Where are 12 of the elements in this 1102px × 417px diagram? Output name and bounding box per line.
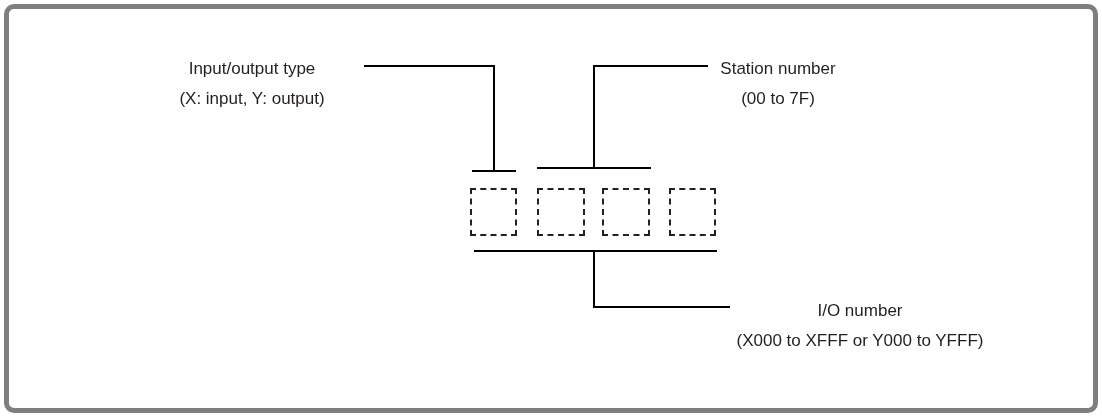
label-text: I/O number [817,300,903,322]
dashed-box [669,188,716,236]
dashed-box [470,188,517,236]
label-text: (00 to 7F) [741,88,815,110]
label-text: Input/output type [188,58,316,80]
leader-line [363,65,495,171]
label-text: (X000 to XFFF or Y000 to YFFF) [736,330,984,352]
label-text: (X: input, Y: output) [179,88,325,110]
leader-line [593,65,709,168]
dashed-box [602,188,650,236]
label-text: Station number [720,58,836,80]
dashed-box [537,188,585,236]
